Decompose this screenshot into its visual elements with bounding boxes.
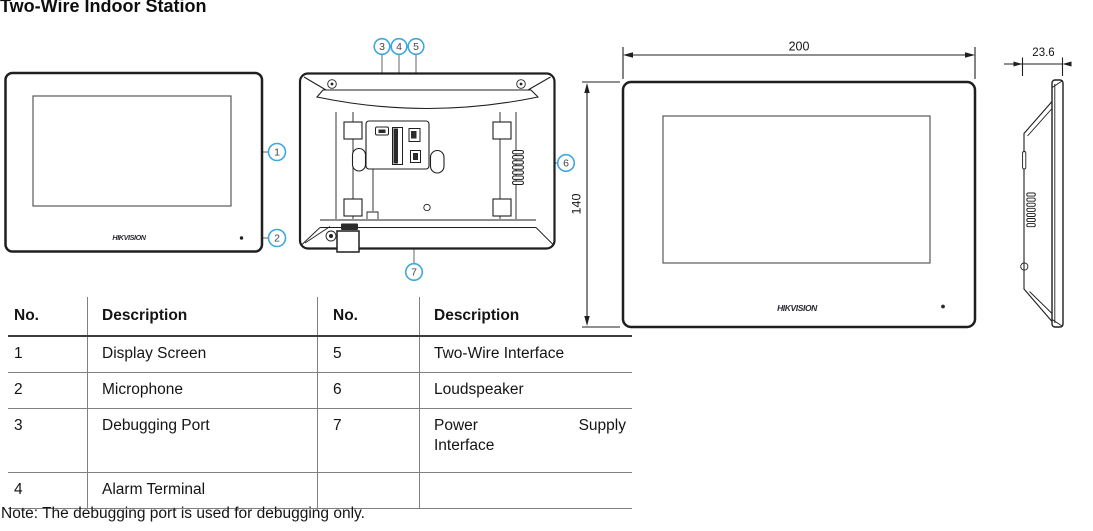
oval-hole	[351, 147, 367, 172]
svg-text:6: 6	[563, 158, 569, 170]
back-cover-profile	[1023, 101, 1053, 322]
debugging-port	[375, 126, 389, 136]
speaker-grille-icon	[512, 150, 524, 186]
brand-logo: HIKVISION	[112, 233, 146, 242]
power-supply-port	[410, 150, 421, 163]
part-description: Alarm Terminal	[87, 472, 318, 509]
svg-text:5: 5	[413, 41, 419, 53]
note-text: Note: The debugging port is used for deb…	[1, 505, 365, 522]
part-description: Loudspeaker	[419, 372, 632, 409]
svg-text:2: 2	[274, 233, 280, 245]
front-view: HIKVISION 1 2	[4, 71, 287, 253]
svg-text:3: 3	[379, 41, 385, 53]
back-cover-inner-lines	[1027, 108, 1053, 314]
front-panel-profile	[1051, 79, 1064, 328]
dimension-width: 200	[622, 40, 976, 79]
callout-2: 2	[267, 228, 287, 248]
speaker-grille-icon	[1026, 192, 1036, 228]
mounting-slot	[343, 198, 363, 217]
table-row: 3 Debugging Port 7 Power Supply Interfac…	[8, 408, 632, 473]
svg-text:23.6: 23.6	[1032, 47, 1054, 59]
callout-1: 1	[267, 142, 287, 162]
svg-text:140: 140	[572, 194, 584, 215]
part-description: Two-Wire Interface	[419, 336, 632, 373]
mounting-slot	[492, 121, 512, 140]
two-wire-interface-port	[408, 128, 421, 142]
oval-hole	[429, 149, 445, 174]
mounting-slot	[492, 198, 512, 217]
dimension-depth: 23.6	[1004, 47, 1072, 76]
part-number: 3	[8, 408, 88, 473]
display-screen	[662, 115, 931, 264]
alarm-terminal	[392, 127, 403, 165]
dimensioned-front-view: 200 140 HIKVISION	[572, 40, 977, 329]
svg-text:1: 1	[274, 147, 280, 159]
part-number: 1	[8, 336, 88, 373]
display-screen	[32, 95, 232, 207]
column-header: No.	[317, 297, 420, 337]
callout-7: 7	[404, 262, 424, 282]
screw-icon	[516, 79, 526, 89]
callout-4: 4	[390, 37, 408, 56]
part-number: 7	[317, 408, 420, 473]
part-description: Debugging Port	[87, 408, 318, 473]
bottom-band	[301, 219, 554, 245]
svg-text:7: 7	[411, 267, 417, 279]
back-view: 3 4 5 6 7	[298, 37, 576, 282]
parts-table: No. Description No. Description 1 Displa…	[8, 297, 632, 509]
microphone-dot-icon	[239, 236, 244, 240]
side-view: 23.6	[1004, 47, 1072, 328]
part-description: Power Supply Interface	[419, 408, 632, 473]
part-number: 4	[8, 472, 88, 509]
part-description	[419, 472, 632, 509]
panel-detail-lines	[1051, 80, 1064, 327]
callout-3: 3	[373, 37, 391, 56]
table-row: 2 Microphone 6 Loudspeaker	[8, 372, 632, 409]
table-row: 1 Display Screen 5 Two-Wire Interface	[8, 336, 632, 373]
table-row: 4 Alarm Terminal	[8, 472, 632, 509]
part-number: 6	[317, 372, 420, 409]
top-corner-lines	[303, 76, 551, 91]
part-description: Display Screen	[87, 336, 318, 373]
top-bracket-band	[315, 89, 540, 109]
svg-text:200: 200	[789, 40, 810, 54]
plate-notch	[366, 169, 379, 219]
dimension-height: 140	[572, 81, 620, 328]
column-header: No.	[8, 297, 88, 337]
side-bump	[1020, 262, 1029, 271]
callout-6: 6	[556, 153, 576, 173]
part-number: 5	[317, 336, 420, 373]
part-description: Microphone	[87, 372, 318, 409]
column-header: Description	[87, 297, 318, 337]
microphone-dot-icon	[941, 304, 945, 309]
column-header: Description	[419, 297, 632, 337]
svg-text:4: 4	[396, 41, 402, 53]
screw-icon	[327, 79, 337, 89]
screw-hole	[423, 203, 431, 212]
part-number	[317, 472, 420, 509]
part-number: 2	[8, 372, 88, 409]
callout-5: 5	[407, 37, 425, 56]
mounting-slot	[343, 121, 363, 140]
bottom-bracket	[304, 223, 360, 253]
side-slot	[1022, 151, 1027, 170]
page-title: Two-Wire Indoor Station	[0, 0, 207, 16]
brand-logo: HIKVISION	[777, 303, 818, 313]
